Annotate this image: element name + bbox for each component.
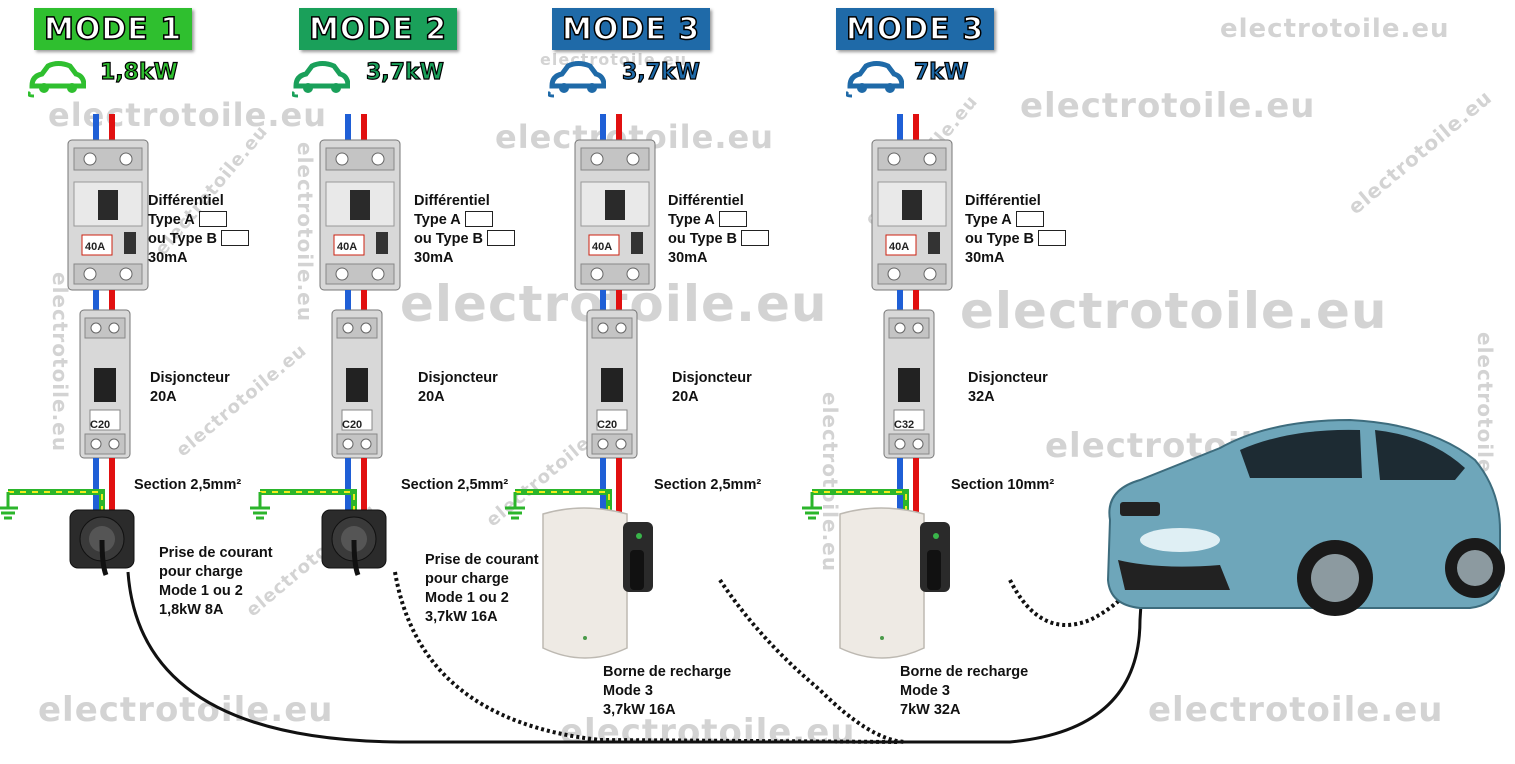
residual-current-device [871,139,953,291]
plug [99,539,109,576]
charging-cable-dotted [393,571,901,744]
earth-symbol [0,490,20,520]
circuit-breaker [331,309,383,459]
rcd-label: Différentiel Type A ou Type B 30mA [965,192,1067,268]
ac-pulsating-icon [464,211,493,228]
mode-badge: MODE 2 [299,8,458,50]
charging-station [542,507,654,659]
mode-badge: MODE 1 [34,8,193,50]
charging-cable [126,539,1147,744]
breaker-code: C32 [894,419,914,431]
residual-current-device [67,139,149,291]
circuit-breaker [586,309,638,459]
charging-cable-dotted [718,578,906,744]
cable-section-label: Section 10mm² [951,477,1055,493]
ev-car-icon [548,61,606,98]
mode-badge: MODE 3 [836,8,995,50]
breaker-code: C20 [597,419,617,431]
ev-car-icon [28,61,86,98]
earth-wire [515,489,612,512]
circuit-breaker [883,309,935,459]
plug [351,539,361,576]
breaker-code: C20 [342,419,362,431]
watermark: electrotoile.eu [1148,690,1444,730]
earth-wire [260,489,357,512]
earth-symbol [800,490,824,520]
charging-station [839,507,951,659]
earth-wire [8,489,105,512]
ac-pulsating-icon [1015,211,1044,228]
dc-icon [487,230,516,247]
rcd-label: Différentiel Type A ou Type B 30mA [414,192,516,268]
dc-icon [1038,230,1067,247]
dc-icon [741,230,770,247]
mode-power: 7kW [913,59,969,85]
rcd-label: Différentiel Type A ou Type B 30mA [668,192,770,268]
watermark: electrotoile.eu [38,690,334,730]
cable-section-label: Section 2,5mm² [401,477,509,493]
earth-symbol [503,490,527,520]
mode-power: 1,8kW [99,59,178,85]
electric-car [1106,418,1505,616]
rcd-label: Différentiel Type A ou Type B 30mA [148,192,250,268]
ac-pulsating-icon [198,211,227,228]
ev-car-icon [846,61,904,98]
watermark: electrotoile.eu [960,282,1388,340]
earth-wire [812,489,909,512]
residual-current-device [574,139,656,291]
circuit-breaker [79,309,131,459]
breaker-code: C20 [90,419,110,431]
cable-section-label: Section 2,5mm² [654,477,762,493]
residual-current-device [319,139,401,291]
watermark: electrotoile.eu [1220,14,1450,44]
ac-pulsating-icon [718,211,747,228]
ev-car-icon [292,61,350,98]
watermark: electrotoile.eu [560,712,856,752]
watermark: electrotoile.eu [1020,86,1316,126]
mode-power: 3,7kW [621,59,700,85]
dc-icon [221,230,250,247]
mode-badge: MODE 3 [552,8,711,50]
earth-symbol [248,490,272,520]
mode-power: 3,7kW [365,59,444,85]
cable-section-label: Section 2,5mm² [134,477,242,493]
